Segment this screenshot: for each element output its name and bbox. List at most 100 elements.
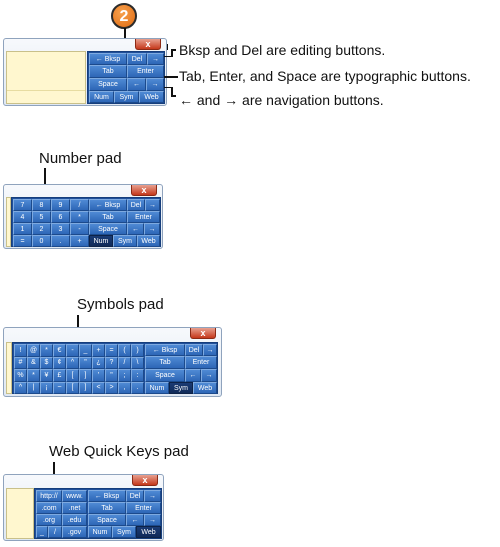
number-key[interactable]: 5 [32,211,51,223]
web-key[interactable]: Web [137,235,160,247]
num-key[interactable]: Num [145,382,169,394]
space-key[interactable]: Space [88,514,126,526]
symbol-key[interactable]: $ [40,356,53,369]
left-arrow-key[interactable]: ← [126,514,144,526]
bksp-key[interactable]: ← Bksp [88,490,126,502]
symbol-key[interactable]: " [79,356,92,369]
close-button[interactable]: x [135,39,161,50]
symbol-key[interactable]: ) [131,344,144,357]
del-key[interactable]: Del [126,490,144,502]
sym-key[interactable]: Sym [169,382,193,394]
del-right-arrow-icon[interactable]: → [147,53,164,65]
tab-key[interactable]: Tab [89,211,127,223]
symbol-key[interactable]: = [105,344,118,357]
del-key[interactable]: Del [127,199,145,211]
right-arrow-key[interactable]: → [201,369,217,382]
symbol-key[interactable]: [ [66,369,79,382]
web-quick-key[interactable]: .org [36,514,62,526]
number-key[interactable]: . [51,235,70,247]
enter-key[interactable]: Enter [185,356,217,369]
symbol-key[interactable]: ^ [66,356,79,369]
number-key[interactable]: 9 [51,199,70,211]
number-key[interactable]: 6 [51,211,70,223]
number-key[interactable]: 2 [32,223,51,235]
number-key[interactable]: / [70,199,89,211]
symbol-key[interactable]: ¢ [53,356,66,369]
symbol-key[interactable]: € [53,344,66,357]
writing-pad[interactable] [6,488,34,539]
symbol-key[interactable]: ; [118,369,131,382]
symbol-key[interactable]: @ [27,344,40,357]
enter-key[interactable]: Enter [127,211,160,223]
symbol-key[interactable]: / [118,356,131,369]
web-key[interactable]: Web [136,526,161,538]
symbol-key[interactable]: . [131,381,144,394]
symbol-key[interactable]: _ [79,344,92,357]
symbol-key[interactable]: ¿ [92,356,105,369]
tab-key[interactable]: Tab [145,356,185,369]
symbol-key[interactable]: ] [79,369,92,382]
web-quick-key[interactable]: .edu [62,514,87,526]
symbol-key[interactable]: * [40,344,53,357]
bksp-key[interactable]: ← Bksp [89,53,127,65]
symbol-key[interactable]: ^ [14,381,27,394]
number-key[interactable]: 3 [51,223,70,235]
del-key[interactable]: Del [185,344,203,356]
web-quick-key[interactable]: www. [62,490,87,502]
number-key[interactable]: 1 [13,223,32,235]
symbol-key[interactable]: > [105,381,118,394]
symbol-key[interactable]: £ [53,369,66,382]
bksp-key[interactable]: ← Bksp [145,344,185,356]
number-key[interactable]: + [70,235,89,247]
number-key[interactable]: * [70,211,89,223]
tab-key[interactable]: Tab [88,502,126,514]
symbol-key[interactable]: " [105,369,118,382]
writing-pad-strip[interactable] [6,197,11,247]
web-quick-key[interactable]: / [48,526,62,538]
space-key[interactable]: Space [89,223,127,235]
symbol-key[interactable]: & [27,356,40,369]
web-quick-key[interactable]: .gov [62,526,87,538]
web-quick-key[interactable]: .com [36,502,62,514]
web-quick-key[interactable]: http:// [36,490,62,502]
tab-key[interactable]: Tab [89,65,127,78]
right-arrow-key[interactable]: → [144,223,160,235]
right-arrow-key[interactable]: → [144,514,161,526]
number-key[interactable]: 4 [13,211,32,223]
symbol-key[interactable]: : [131,369,144,382]
symbol-key[interactable]: ¥ [40,369,53,382]
number-key[interactable]: 8 [32,199,51,211]
symbol-key[interactable]: < [92,381,105,394]
num-key[interactable]: Num [89,235,113,247]
close-button[interactable]: x [132,475,158,486]
symbol-key[interactable]: % [14,369,27,382]
space-key[interactable]: Space [145,369,185,382]
sym-key[interactable]: Sym [113,235,137,247]
sym-key[interactable]: Sym [112,526,136,538]
symbol-key[interactable]: ' [92,369,105,382]
symbol-key[interactable]: , [118,381,131,394]
symbol-key[interactable]: ¡ [40,381,53,394]
symbol-key[interactable]: ] [79,381,92,394]
sym-key[interactable]: Sym [114,91,139,103]
symbol-key[interactable]: - [66,344,79,357]
space-key[interactable]: Space [89,78,127,91]
symbol-key[interactable]: # [14,356,27,369]
close-button[interactable]: x [190,328,216,339]
symbol-key[interactable]: ( [118,344,131,357]
close-button[interactable]: x [131,185,157,196]
writing-pad[interactable] [6,51,86,104]
symbol-key[interactable]: * [27,369,40,382]
symbol-key[interactable]: ! [14,344,27,357]
del-right-arrow-icon[interactable]: → [203,344,217,356]
left-arrow-key[interactable]: ← [185,369,201,382]
enter-key[interactable]: Enter [126,502,161,514]
right-arrow-key[interactable]: → [146,78,164,91]
symbol-key[interactable]: ? [105,356,118,369]
left-arrow-key[interactable]: ← [127,78,146,91]
symbol-key[interactable]: + [92,344,105,357]
web-quick-key[interactable]: _ [36,526,48,538]
number-key[interactable]: 7 [13,199,32,211]
symbol-key[interactable]: \ [131,356,144,369]
symbol-key[interactable]: | [27,381,40,394]
